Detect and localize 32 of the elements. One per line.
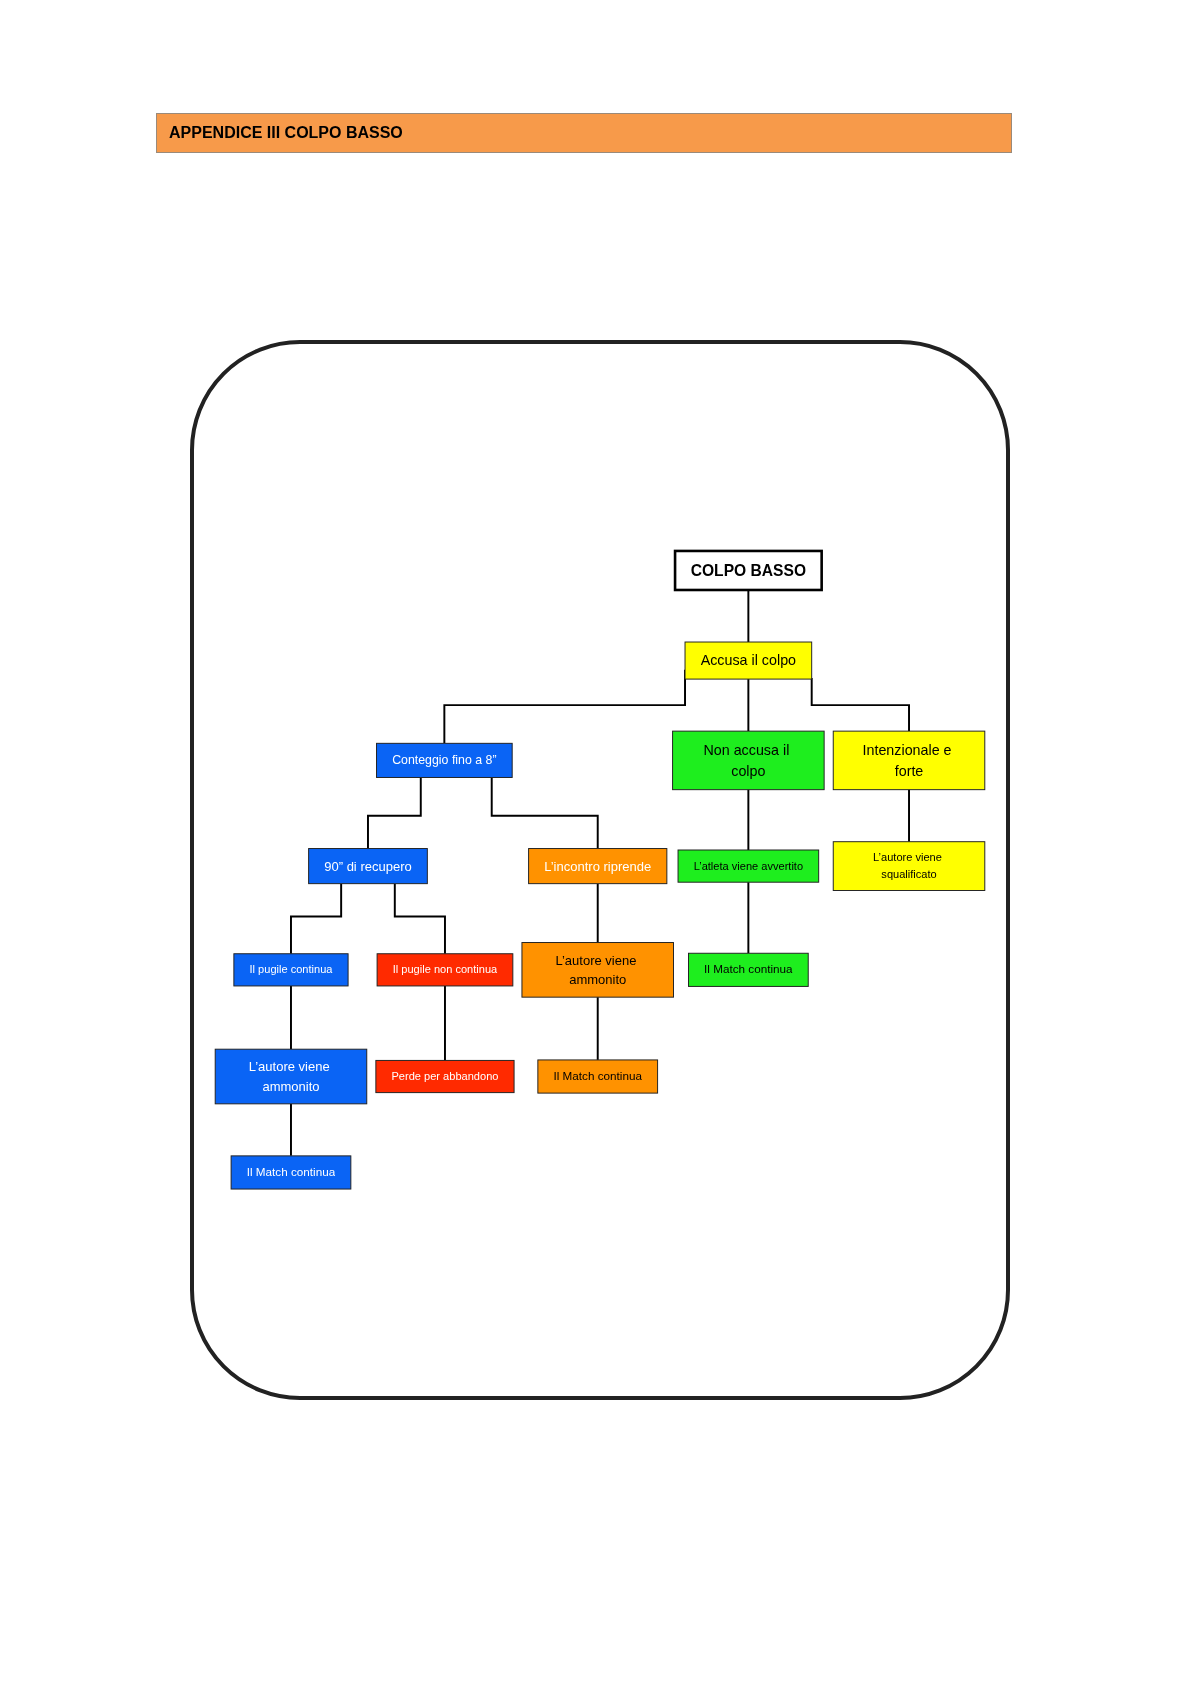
node-box [832,841,986,891]
connector [290,1102,292,1157]
node-box [684,641,813,680]
node-box [376,742,513,778]
connector [810,677,910,733]
connector [444,984,446,1062]
node-box [308,848,428,885]
connector [908,788,910,843]
connector [393,882,446,955]
connector [747,881,750,955]
connector [490,776,599,850]
node-box [233,953,349,987]
node-box [673,549,823,592]
node-box [688,952,809,987]
connector [596,882,599,944]
node-box [672,730,825,791]
connector [747,589,750,643]
connector [747,788,750,851]
connector [290,882,343,955]
connector [596,996,599,1061]
connector [747,678,750,733]
connector [367,776,422,850]
connector [290,984,292,1051]
node-box [528,848,668,885]
node-box [832,730,986,791]
node-box [230,1155,352,1190]
node-box [537,1059,659,1094]
node-box [214,1048,368,1105]
section-heading-bar: APPENDICE III COLPO BASSO [156,113,1012,153]
node-box [375,1059,515,1094]
node-box [521,942,674,998]
node-box [677,849,820,883]
